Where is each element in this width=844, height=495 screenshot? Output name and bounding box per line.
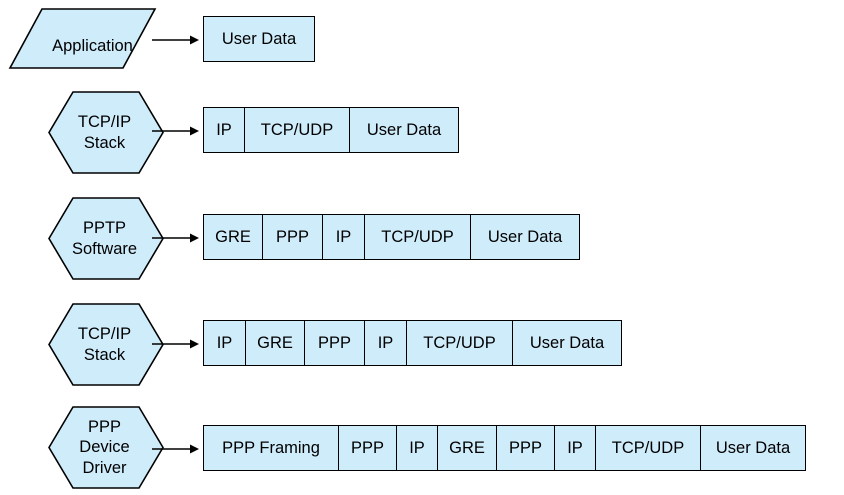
arrow-right-icon	[152, 442, 200, 454]
packet-field: User Data	[366, 120, 442, 139]
stage-outline	[48, 303, 164, 386]
packet-field: User Data	[529, 333, 605, 352]
stage-outline	[48, 197, 164, 280]
stage-outline	[48, 406, 164, 489]
packet-field: IP	[204, 108, 245, 152]
packet-strip: User Data	[203, 16, 315, 62]
packet-field: GRE	[204, 215, 263, 259]
packet-field: TCP/UDP	[596, 426, 701, 470]
packet-field: PPP	[497, 426, 555, 470]
packet-field: User Data	[221, 29, 297, 48]
packet-field: User Data	[487, 227, 563, 246]
packet-field: TCP/UDP	[407, 321, 513, 365]
packet-field: IP	[323, 215, 365, 259]
packet-field: PPP Framing	[204, 426, 339, 470]
packet-field: GRE	[246, 321, 305, 365]
packet-field: PPP	[263, 215, 323, 259]
arrow-right-icon	[152, 231, 200, 243]
packet-field: IP	[397, 426, 438, 470]
arrow-right-icon	[152, 33, 200, 45]
packet-field: GRE	[438, 426, 497, 470]
packet-field: IP	[365, 321, 407, 365]
stage-outline	[48, 91, 164, 174]
arrow-right-icon	[152, 124, 200, 136]
arrow-right-icon	[152, 337, 200, 349]
packet-field: PPP	[339, 426, 397, 470]
packet-field: IP	[204, 321, 246, 365]
packet-field: TCP/UDP	[365, 215, 471, 259]
packet-field: IP	[555, 426, 596, 470]
packet-field: PPP	[305, 321, 365, 365]
packet-field: User Data	[715, 438, 791, 457]
stage-shape-parallelogram: Application	[2, 4, 167, 89]
packet-field: TCP/UDP	[245, 108, 350, 152]
stage-outline	[8, 8, 157, 69]
